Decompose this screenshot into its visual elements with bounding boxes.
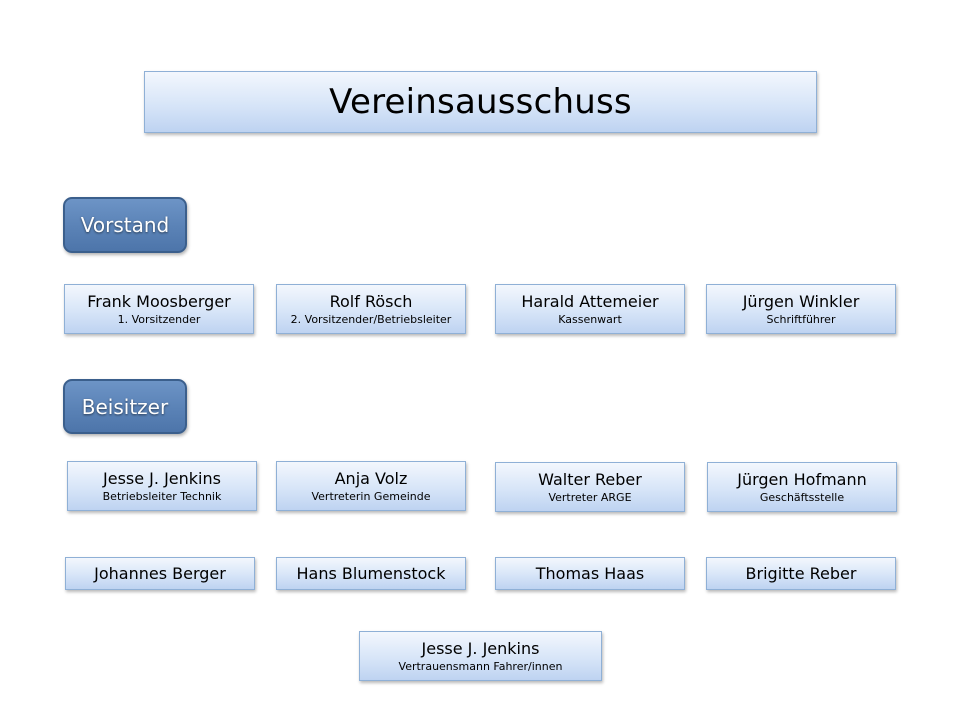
member-name: Johannes Berger — [94, 564, 226, 583]
member-name: Jesse J. Jenkins — [421, 638, 540, 658]
chart-title: Vereinsausschuss — [329, 82, 632, 122]
member-role: Vertreterin Gemeinde — [311, 489, 431, 503]
member-box: Rolf Rösch 2. Vorsitzender/Betriebsleite… — [276, 284, 466, 334]
member-role: 1. Vorsitzender — [117, 312, 201, 326]
section-label-beisitzer: Beisitzer — [63, 379, 187, 434]
member-box: Jürgen Hofmann Geschäftsstelle — [707, 462, 897, 512]
member-name: Jürgen Hofmann — [737, 469, 867, 489]
member-role: Vertreter ARGE — [548, 490, 632, 504]
member-role: 2. Vorsitzender/Betriebsleiter — [290, 312, 452, 326]
member-role: Schriftführer — [766, 312, 836, 326]
member-box: Hans Blumenstock — [276, 557, 466, 590]
member-name: Hans Blumenstock — [296, 564, 446, 583]
member-role: Geschäftsstelle — [759, 490, 845, 504]
member-name: Jürgen Winkler — [742, 291, 860, 311]
section-label-text: Vorstand — [80, 213, 170, 237]
title-box: Vereinsausschuss — [144, 71, 817, 133]
member-box: Harald Attemeier Kassenwart — [495, 284, 685, 334]
member-box: Brigitte Reber — [706, 557, 896, 590]
member-name: Walter Reber — [538, 469, 642, 489]
member-name: Anja Volz — [334, 468, 408, 488]
member-box-vertrauensmann: Jesse J. Jenkins Vertrauensmann Fahrer/i… — [359, 631, 602, 681]
member-name: Thomas Haas — [535, 564, 645, 583]
member-box: Frank Moosberger 1. Vorsitzender — [64, 284, 254, 334]
member-box: Johannes Berger — [65, 557, 255, 590]
member-name: Rolf Rösch — [329, 291, 413, 311]
member-box: Thomas Haas — [495, 557, 685, 590]
member-role: Vertrauensmann Fahrer/innen — [398, 659, 563, 673]
member-box: Walter Reber Vertreter ARGE — [495, 462, 685, 512]
member-box: Jesse J. Jenkins Betriebsleiter Technik — [67, 461, 257, 511]
section-label-text: Beisitzer — [81, 394, 169, 419]
section-label-vorstand: Vorstand — [63, 197, 187, 253]
member-role: Kassenwart — [558, 312, 622, 326]
member-box: Jürgen Winkler Schriftführer — [706, 284, 896, 334]
member-name: Jesse J. Jenkins — [103, 468, 221, 488]
member-box: Anja Volz Vertreterin Gemeinde — [276, 461, 466, 511]
member-name: Brigitte Reber — [745, 564, 857, 583]
member-name: Frank Moosberger — [87, 291, 231, 311]
member-name: Harald Attemeier — [521, 291, 659, 311]
member-role: Betriebsleiter Technik — [102, 489, 222, 503]
